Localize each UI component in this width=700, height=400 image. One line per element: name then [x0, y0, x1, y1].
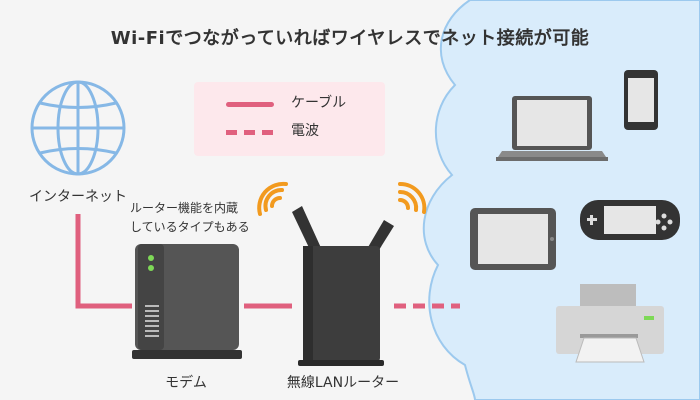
router-icon: [292, 206, 394, 366]
modem-note-line2: しているタイプもある: [130, 220, 250, 234]
legend-wave-line: [226, 130, 274, 135]
wifi-signal-icon: [398, 181, 427, 214]
game-console-icon: [580, 200, 680, 240]
tablet-icon: [470, 208, 556, 270]
legend-cable-label: ケーブル: [291, 95, 347, 111]
legend: ケーブル 電波: [194, 82, 385, 156]
laptop-icon: [496, 96, 608, 161]
modem-note-line1: ルーター機能を内蔵: [130, 201, 239, 215]
diagram-title: Wi-Fiでつながっていればワイヤレスでネット接続が可能: [110, 28, 590, 49]
legend-cable-line: [226, 102, 274, 107]
internet-label: インターネット: [29, 189, 127, 205]
modem-label: モデム: [165, 375, 207, 391]
cable-internet-to-modem: [75, 214, 132, 309]
modem-icon: [132, 244, 242, 359]
printer-icon: [556, 284, 664, 363]
legend-wave-label: 電波: [291, 123, 319, 139]
wifi-signal-icon: [257, 181, 288, 216]
router-label: 無線LANルーター: [286, 375, 400, 391]
smartphone-icon: [624, 70, 658, 130]
globe-icon: [30, 80, 126, 176]
